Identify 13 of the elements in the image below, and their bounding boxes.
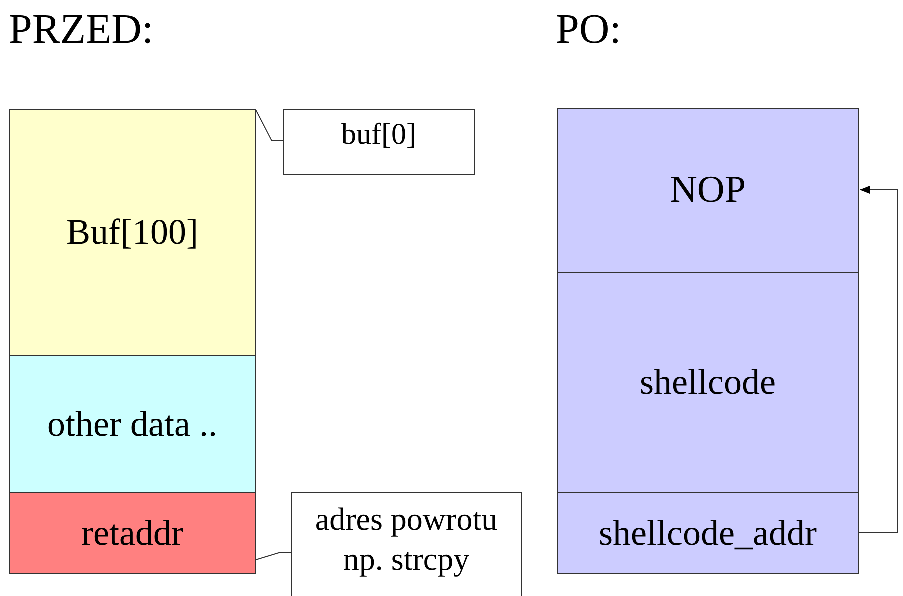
leader-line (256, 110, 284, 142)
memory-block: Buf[100] (9, 109, 256, 356)
memory-block: other data .. (9, 355, 256, 493)
arrow (858, 186, 898, 534)
memory-block: NOP (557, 108, 859, 273)
heading: PO: (556, 6, 622, 54)
memory-block: shellcode_addr (557, 492, 859, 574)
heading: PRZED: (9, 6, 154, 54)
leader-line (256, 552, 292, 560)
callout-box: buf[0] (283, 109, 475, 175)
memory-block: shellcode (557, 272, 859, 493)
memory-block: retaddr (9, 492, 256, 574)
callout-box: adres powrotu np. strcpy (291, 492, 522, 596)
